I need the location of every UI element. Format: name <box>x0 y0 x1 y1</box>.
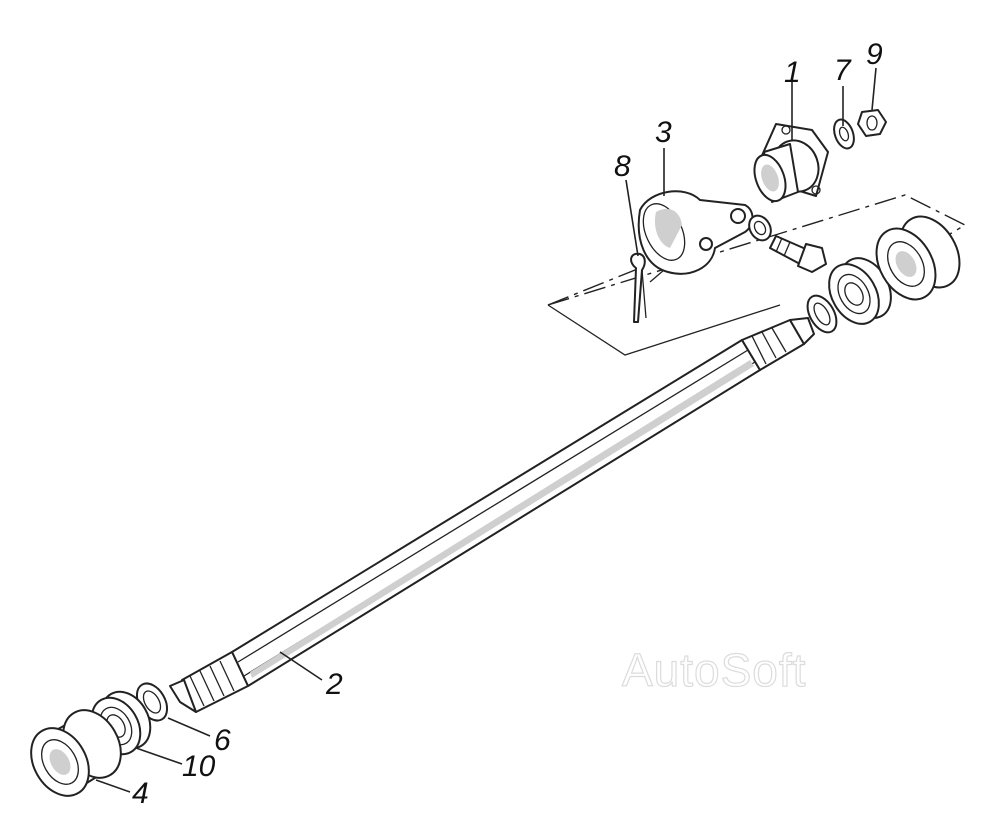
leader-lines <box>95 67 877 793</box>
right-seal-part <box>875 215 961 301</box>
right-bearing-part <box>828 257 892 325</box>
bolt-part <box>769 235 827 273</box>
shaft-part <box>169 317 815 713</box>
assembly-plane-outline <box>547 194 967 356</box>
callout-7: 7 <box>834 54 852 87</box>
callout-6: 6 <box>214 724 231 757</box>
callout-9: 9 <box>866 38 883 71</box>
watermark-text: AutoSoft <box>622 644 806 696</box>
cotter-pin-8-part <box>630 252 665 323</box>
nut-9-part <box>857 109 887 137</box>
callout-10: 10 <box>182 750 216 783</box>
callout-1: 1 <box>784 56 801 89</box>
callout-labels: 1 2 3 4 6 7 8 9 10 <box>132 38 883 810</box>
lock-washer-part <box>748 214 772 242</box>
lever-3-part <box>637 190 754 275</box>
flange-1-part <box>753 123 829 203</box>
callout-4: 4 <box>132 777 149 810</box>
callout-3: 3 <box>655 116 672 149</box>
washer-7-part <box>833 118 855 150</box>
callout-8: 8 <box>614 150 631 183</box>
callout-2: 2 <box>325 668 343 701</box>
right-washer-part <box>806 294 838 334</box>
seal-4-part <box>30 709 122 797</box>
